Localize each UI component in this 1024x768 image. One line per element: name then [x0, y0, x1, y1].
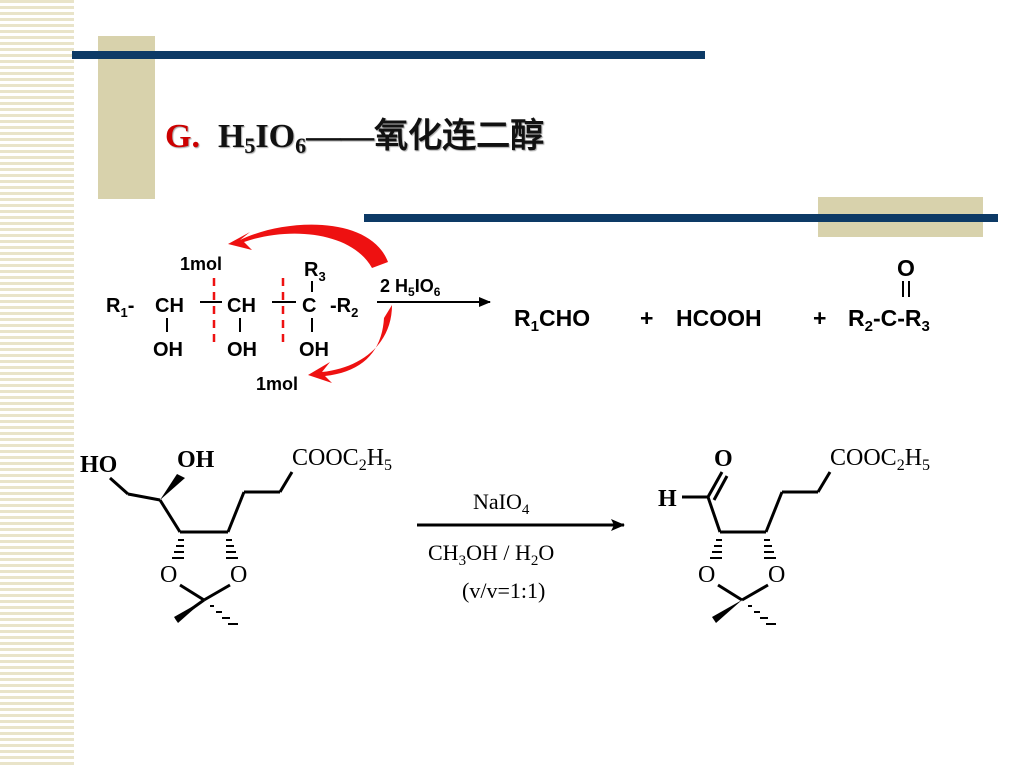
title-text: 氧化连二醇 — [374, 118, 545, 155]
product-aldehyde-o: O — [714, 446, 733, 472]
reactant-ho: HO — [80, 452, 117, 478]
section-label: G. — [165, 118, 200, 155]
reactant-ring-o-left: O — [160, 562, 177, 588]
product-ring-o-left: O — [698, 562, 715, 588]
reactant-ring-o-right: O — [230, 562, 247, 588]
reagent-naio4: NaIO4 — [473, 489, 530, 518]
oh-a: OH — [153, 339, 183, 361]
r1-group: R1- — [106, 295, 134, 320]
product-ketone: R2-C-R3 — [848, 305, 930, 335]
r2-group: -R2 — [330, 295, 358, 320]
product-hash-bonds — [710, 539, 776, 625]
reactant-skeleton — [109, 471, 294, 622]
product-ketone-o: O — [897, 255, 915, 281]
slide-title: G. H5IO6——氧化连二醇 — [165, 108, 544, 159]
middle-rule-bar — [364, 214, 998, 222]
ch-b: CH — [227, 295, 256, 317]
solvent: CH3OH / H2O — [428, 540, 554, 569]
product-formic-acid: HCOOH — [676, 305, 762, 331]
reactant-oh: OH — [177, 447, 215, 473]
product-aldehyde-h: H — [658, 486, 677, 512]
c-atom: C — [302, 295, 316, 317]
plus-2: + — [813, 305, 826, 331]
r3-label: R3 — [304, 259, 326, 284]
title-dash: —— — [306, 118, 375, 155]
reactant-wedge-oh — [160, 474, 185, 500]
title-reagent-h: H — [217, 118, 245, 155]
reactant-wedge-methyl — [174, 600, 204, 623]
reactant-hash-bonds — [172, 539, 238, 625]
periodic-acid-reagent: 2 H5IO6 — [380, 276, 441, 299]
red-curved-arrow-top — [228, 224, 388, 268]
mol-label-top: 1mol — [180, 254, 222, 274]
product-skeleton — [682, 471, 832, 602]
title-reagent-io: IO — [255, 118, 296, 155]
oh-c: OH — [299, 339, 329, 361]
product-wedge-methyl — [712, 600, 742, 623]
product-ester: COOC2H5 — [830, 445, 930, 474]
reactant-ester: COOC2H5 — [292, 445, 392, 474]
title-sub-5: 5 — [244, 133, 256, 158]
product-aldehyde: R1CHO — [514, 305, 590, 335]
mol-label-bottom: 1mol — [256, 374, 298, 394]
title-sub-6: 6 — [295, 133, 307, 158]
ch-a: CH — [155, 295, 184, 317]
left-stripe-decoration — [0, 0, 74, 768]
solvent-ratio: (v/v=1:1) — [462, 578, 545, 603]
oh-b: OH — [227, 339, 257, 361]
product-ring-o-right: O — [768, 562, 785, 588]
plus-1: + — [640, 305, 653, 331]
title-accent-block — [98, 36, 155, 199]
top-rule-bar — [72, 51, 705, 59]
red-curved-arrow-bottom — [308, 305, 392, 383]
